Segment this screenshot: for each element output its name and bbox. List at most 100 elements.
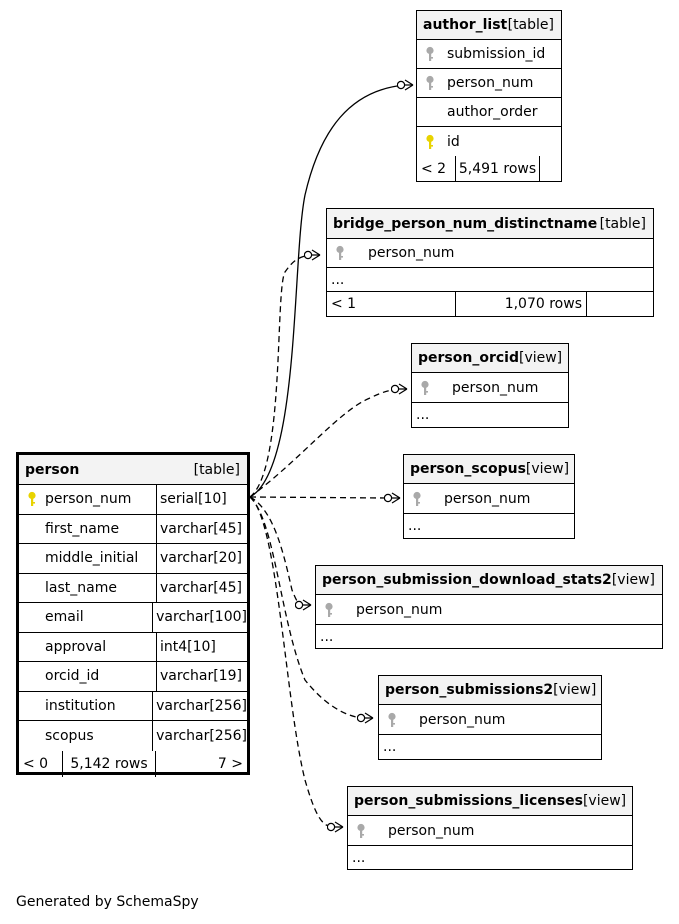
- link-person-orcid: [249, 388, 399, 498]
- view-kind: [view]: [525, 461, 570, 477]
- table-column-row: submission_id: [417, 40, 561, 69]
- table-kind: [table]: [193, 461, 240, 478]
- key-placeholder: [19, 603, 45, 632]
- table-column-row: person_num: [316, 595, 662, 625]
- link-person-scopus: [249, 496, 389, 499]
- crowfoot-download-stats: [295, 599, 312, 611]
- table-name: person: [25, 461, 80, 478]
- parents-count: < 0: [23, 755, 49, 772]
- view-person-orcid[interactable]: person_orcid[view] person_num...: [411, 343, 569, 428]
- table-header: bridge_person_num_distinctname [table]: [327, 209, 653, 239]
- column-type: serial[10]: [156, 485, 247, 514]
- link-download-stats: [249, 496, 303, 606]
- column-type: varchar[19]: [156, 662, 247, 691]
- table-author-list[interactable]: author_list [table] submission_id person_…: [416, 10, 562, 182]
- column-type: varchar[256]: [152, 691, 247, 720]
- table-column-row: orcid_id varchar[19]: [19, 662, 247, 692]
- children-count: [586, 292, 653, 316]
- table-person[interactable]: person [table] person_num serial[10] first…: [16, 452, 250, 777]
- key-placeholder: [19, 515, 45, 544]
- crowfoot-person-orcid: [391, 383, 408, 395]
- view-kind: [view]: [518, 350, 563, 366]
- table-header: author_list [table]: [417, 11, 561, 40]
- view-person-submissions-licenses[interactable]: person_submissions_licenses[view] person_…: [347, 786, 633, 870]
- column-name: person_num: [368, 245, 455, 261]
- more-columns: ...: [383, 738, 397, 755]
- table-kind: [table]: [507, 17, 554, 33]
- more-columns: ...: [352, 849, 366, 866]
- parents-count: < 2: [421, 161, 447, 177]
- view-person-submission-download-stats2[interactable]: person_submission_download_stats2[view]p…: [315, 565, 663, 649]
- column-name: institution: [45, 697, 116, 714]
- table-column-row: person_num: [417, 69, 561, 98]
- view-person-submissions2[interactable]: person_submissions2[view]person_num...: [378, 675, 602, 760]
- key-placeholder: [19, 662, 45, 691]
- row-count: 1,070 rows: [455, 292, 586, 316]
- table-more-row: ...: [404, 514, 574, 537]
- foreign-key-icon: [417, 40, 443, 68]
- column-name: orcid_id: [45, 668, 100, 685]
- column-name: person_num: [45, 491, 132, 508]
- link-submissions2: [249, 496, 363, 719]
- column-type: varchar[45]: [156, 514, 247, 543]
- table-column-row: institution varchar[256]: [19, 691, 247, 721]
- table-more-row: ...: [348, 846, 632, 869]
- table-column-row: approval int4[10]: [19, 632, 247, 662]
- foreign-key-icon: [379, 705, 405, 734]
- column-type: int4[10]: [156, 632, 247, 661]
- key-placeholder: [19, 692, 45, 721]
- table-footer: < 0 5,142 rows 7 >: [19, 750, 247, 777]
- column-name: submission_id: [447, 46, 546, 62]
- view-name: person_orcid: [418, 350, 519, 366]
- column-name: last_name: [45, 579, 117, 596]
- column-name: scopus: [45, 727, 94, 744]
- column-name: person_num: [452, 379, 539, 396]
- foreign-key-icon: [327, 239, 353, 267]
- table-column-row: person_num: [348, 816, 632, 846]
- table-header: person_submission_download_stats2[view]: [316, 566, 662, 595]
- table-header: person_submissions_licenses[view]: [348, 787, 632, 816]
- table-more-row: ...: [379, 735, 601, 758]
- table-name: bridge_person_num_distinctname: [333, 215, 598, 232]
- column-name: first_name: [45, 520, 120, 537]
- column-name: email: [45, 609, 84, 626]
- foreign-key-icon: [316, 595, 342, 624]
- key-placeholder: [19, 544, 45, 573]
- foreign-key-icon: [417, 69, 443, 97]
- table-column-row: author_order: [417, 98, 561, 127]
- row-count: 5,142 rows: [62, 750, 155, 777]
- table-bridge-person-num-distinctname[interactable]: bridge_person_num_distinctname [table] p…: [326, 208, 654, 317]
- table-column-row: person_num serial[10]: [19, 485, 247, 515]
- table-column-row: person_num: [404, 484, 574, 514]
- table-header: person_orcid[view]: [412, 344, 568, 373]
- foreign-key-icon: [404, 484, 430, 513]
- column-name: approval: [45, 638, 107, 655]
- table-footer: < 2 5,491 rows: [417, 156, 561, 182]
- table-column-row: person_num: [379, 705, 601, 735]
- table-more-row: ...: [327, 268, 653, 292]
- key-placeholder: [19, 721, 45, 751]
- key-placeholder: [417, 98, 443, 126]
- view-kind: [view]: [582, 793, 627, 809]
- more-columns: ...: [416, 406, 430, 423]
- column-name: person_num: [388, 822, 475, 839]
- column-name: person_num: [356, 601, 443, 618]
- key-placeholder: [19, 574, 45, 603]
- link-bridge: [249, 254, 313, 498]
- view-person-scopus[interactable]: person_scopus[view]person_num...: [403, 454, 575, 539]
- table-header: person_scopus[view]: [404, 455, 574, 484]
- table-footer: < 1 1,070 rows: [327, 292, 653, 316]
- key-placeholder: [19, 633, 45, 662]
- view-kind: [view]: [611, 572, 655, 588]
- view-name: person_submission_download_stats2: [322, 572, 612, 588]
- table-more-row: ...: [412, 403, 568, 426]
- foreign-key-icon: [348, 816, 374, 845]
- table-column-row: id: [417, 127, 561, 156]
- column-name: person_num: [419, 711, 506, 728]
- foreign-key-icon: [412, 373, 438, 402]
